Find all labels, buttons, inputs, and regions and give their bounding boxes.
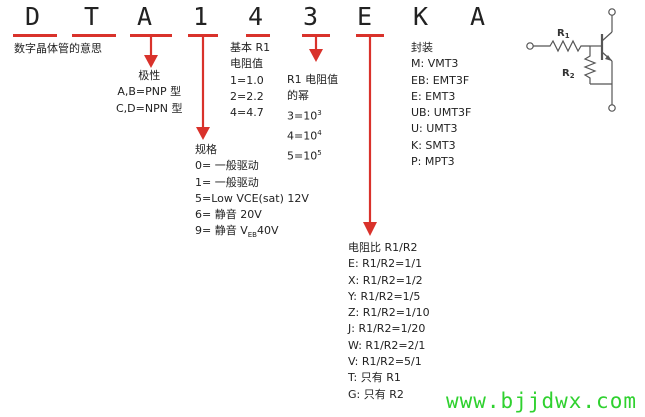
package-row: K: SMT3 xyxy=(411,138,456,152)
ratio-row: W: R1/R2=2/1 xyxy=(348,338,426,352)
spec-row: 0= 一般驱动 xyxy=(195,159,259,173)
r2-resistor-icon xyxy=(583,52,597,84)
polarity-title: 极性 xyxy=(138,69,161,82)
ratio-row: G: 只有 R2 xyxy=(348,387,404,401)
spec-row: 1= 一般驱动 xyxy=(195,175,259,189)
arrow-power xyxy=(309,34,323,62)
ratio-block: 电阻比 R1/R2 E: R1/R2=1/1 X: R1/R2=1/2 Y: R… xyxy=(348,240,430,403)
letter-e: E xyxy=(357,2,373,31)
r1-row: 1=1.0 xyxy=(230,73,264,87)
package-block: 封装 M: VMT3 EB: EMT3F E: EMT3 UB: UMT3F U… xyxy=(411,40,471,170)
arrow-spec xyxy=(196,34,210,140)
polarity-row: A,B=PNP 型 xyxy=(117,85,182,99)
r1-label: R1 xyxy=(557,28,570,40)
underline-t xyxy=(72,34,116,37)
r1-block: 基本 R1 电阻值 1=1.0 2=2.2 4=4.7 xyxy=(230,40,270,121)
emitter-arrow-icon xyxy=(605,55,612,61)
emitter-terminal-icon xyxy=(608,104,616,112)
digital-meaning-label: 数字晶体管的意思 xyxy=(14,42,102,55)
watermark-text: www.bjjdwx.com xyxy=(445,389,637,413)
letter-3: 3 xyxy=(303,2,319,31)
package-row: EB: EMT3F xyxy=(411,73,470,87)
r1-row: 4=4.7 xyxy=(230,106,264,120)
ratio-row: Z: R1/R2=1/10 xyxy=(348,306,430,320)
package-title: 封装 xyxy=(411,41,433,54)
polarity-row: C,D=NPN 型 xyxy=(116,101,183,115)
transistor-schematic: R1 R2 xyxy=(526,8,616,112)
spec-row: 9= 静音 VEB40V xyxy=(195,224,279,240)
package-row: UB: UMT3F xyxy=(411,106,472,120)
ratio-row: Y: R1/R2=1/5 xyxy=(348,289,421,303)
letter-k: K xyxy=(413,2,429,31)
r1-title: 基本 R1 xyxy=(230,41,271,54)
arrow-polarity xyxy=(144,34,158,68)
ratio-row: V: R1/R2=5/1 xyxy=(348,355,422,369)
collector-terminal-icon xyxy=(608,8,616,16)
underline-d xyxy=(13,34,57,37)
letter-t: T xyxy=(84,2,100,31)
letter-a2: A xyxy=(470,2,486,31)
r1-resistor-icon xyxy=(533,39,590,53)
power-subtitle: 的幂 xyxy=(287,89,309,103)
r1-subtitle: 电阻值 xyxy=(230,57,263,71)
power-row: 5=105 xyxy=(287,148,322,163)
letter-a: A xyxy=(137,2,153,31)
package-row: M: VMT3 xyxy=(411,57,459,71)
ratio-title: 电阻比 R1/R2 xyxy=(348,241,418,254)
letter-4: 4 xyxy=(248,2,264,31)
r2-label: R2 xyxy=(562,68,575,80)
r1-row: 2=2.2 xyxy=(230,89,264,103)
letter-1: 1 xyxy=(193,2,209,31)
spec-row: 6= 静音 20V xyxy=(195,208,262,222)
spec-block: 规格 0= 一般驱动 1= 一般驱动 5=Low VCE(sat) 12V 6=… xyxy=(195,142,309,244)
package-row: U: UMT3 xyxy=(411,122,458,136)
spec-title: 规格 xyxy=(195,143,217,156)
power-block: R1 电阻值 的幂 3=103 4=104 5=105 xyxy=(287,72,338,164)
ratio-row: E: R1/R2=1/1 xyxy=(348,257,423,271)
ratio-row: T: 只有 R1 xyxy=(348,371,401,385)
package-row: E: EMT3 xyxy=(411,89,456,103)
spec-row: 5=Low VCE(sat) 12V xyxy=(195,191,309,205)
power-row: 4=104 xyxy=(287,128,322,143)
input-terminal-icon xyxy=(526,42,534,50)
arrow-ratio xyxy=(363,34,377,236)
power-row: 3=103 xyxy=(287,108,322,123)
polarity-block: 极性 A,B=PNP 型 C,D=NPN 型 xyxy=(116,68,182,117)
letter-d: D xyxy=(25,2,41,31)
package-row: P: MPT3 xyxy=(411,155,455,169)
ratio-row: X: R1/R2=1/2 xyxy=(348,273,423,287)
power-title: R1 电阻值 xyxy=(287,73,339,86)
underline-4 xyxy=(246,34,270,37)
ratio-row: J: R1/R2=1/20 xyxy=(348,322,426,336)
